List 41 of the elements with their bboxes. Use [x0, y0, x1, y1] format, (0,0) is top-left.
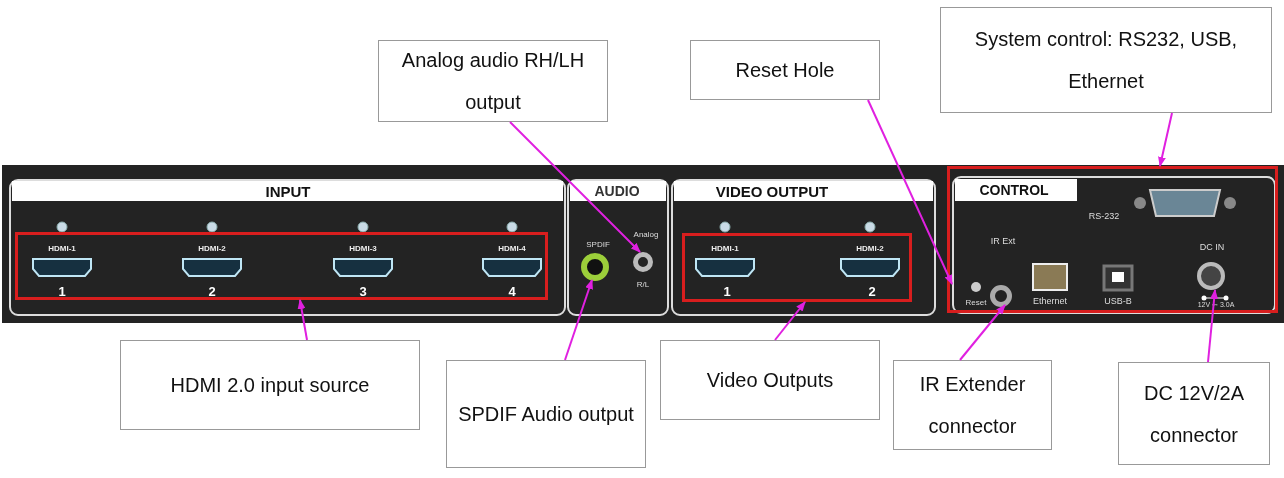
callout-box: Analog audio RH/LH output — [378, 40, 608, 122]
callout-box: IR Extender connector — [893, 360, 1052, 450]
port-label: IR Ext — [990, 236, 1016, 246]
port-number: 2 — [208, 283, 216, 299]
reset-hole — [971, 282, 981, 292]
callout-box: Reset Hole — [690, 40, 880, 100]
port-label: RS-232 — [1088, 211, 1120, 221]
section-heading: INPUT — [265, 182, 311, 200]
port-number: 1 — [58, 283, 66, 299]
port-number: 4 — [508, 283, 516, 299]
port-label: Analog — [633, 229, 659, 239]
leader-arrow — [1207, 289, 1219, 363]
section-heading: CONTROL — [979, 182, 1049, 198]
port-label: HDMI-3 — [349, 243, 377, 253]
port-label: SPDIF — [586, 239, 610, 249]
port-label: HDMI-2 — [198, 243, 226, 253]
leader-arrow — [959, 304, 1006, 361]
section-heading: AUDIO — [594, 183, 640, 199]
port-label: USB-B — [1104, 296, 1132, 306]
port-number: 2 — [868, 283, 876, 299]
port-label: Reset — [965, 297, 987, 307]
port-label: HDMI-2 — [856, 243, 884, 253]
port-number: 1 — [723, 283, 731, 299]
callout-box: HDMI 2.0 input source — [120, 340, 420, 430]
port-label: HDMI-4 — [498, 243, 526, 253]
callout-box: SPDIF Audio output — [446, 360, 646, 468]
section-heading: VIDEO OUTPUT — [715, 182, 829, 200]
leader-arrow — [509, 121, 641, 253]
leader-arrow — [564, 279, 593, 361]
port-label: HDMI-1 — [711, 243, 739, 253]
highlight-frame — [682, 233, 912, 302]
leader-arrow — [867, 99, 953, 285]
leader-arrow — [297, 299, 308, 341]
callout-box: Video Outputs — [660, 340, 880, 420]
port-label: R/L — [636, 279, 650, 289]
port-label: HDMI-1 — [48, 243, 76, 253]
callout-box: DC 12V/2A connector — [1118, 362, 1270, 465]
callout-box: System control: RS232, USB, Ethernet — [940, 7, 1272, 113]
leader-arrow — [1158, 112, 1173, 167]
highlight-frame — [15, 232, 548, 300]
port-number: 3 — [359, 283, 367, 299]
